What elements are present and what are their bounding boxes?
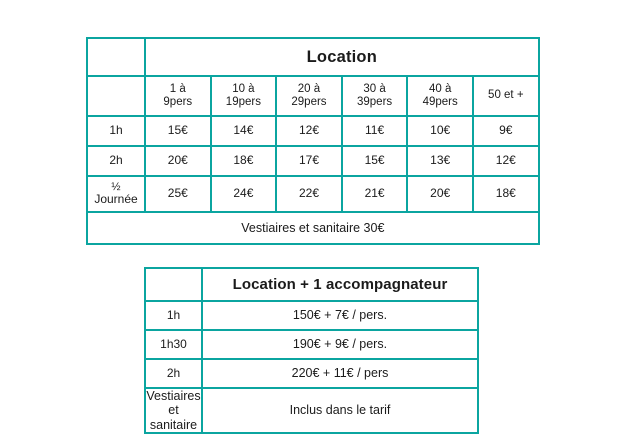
column-header-2-line2: 19pers [225, 96, 261, 108]
column-header-5-line1: 40 à [428, 82, 452, 95]
price-cell: 20€ [406, 175, 474, 213]
footer-value-inclus: Inclus dans le tarif [201, 386, 479, 435]
price-cell: 25€ [144, 175, 212, 213]
corner-cell [144, 267, 203, 302]
table-row: 1h 15€ 14€ 12€ 11€ 10€ 9€ [86, 115, 540, 147]
price-cell: 15€ [144, 115, 212, 147]
price-cell: 20€ [144, 145, 212, 177]
row-label-half-day-word: Journée [94, 192, 138, 207]
row-label-2h: 2h [86, 145, 146, 177]
price-cell: 12€ [471, 145, 540, 177]
column-header-1: 1 à 9pers [144, 75, 212, 117]
accompagnateur-price-table: Location + 1 accompagnateur 1h 150€ + 7€… [144, 267, 479, 435]
price-cell: 21€ [340, 175, 409, 213]
column-header-5-line2: 49pers [422, 96, 458, 108]
column-header-3-line2: 29pers [291, 96, 327, 108]
price-cell: 18€ [209, 145, 278, 177]
price-cell: 12€ [275, 115, 343, 147]
footer-note-location: Vestiaires et sanitaire 30€ [86, 211, 540, 245]
column-header-6-line1: 50 et + [488, 89, 524, 102]
price-cell: 24€ [209, 175, 278, 213]
row-label-half-day-fraction: ½ [111, 181, 121, 194]
corner-cell [86, 37, 146, 77]
price-cell: 150€ + 7€ / pers. [201, 300, 479, 331]
column-header-4-line1: 30 à [363, 82, 386, 95]
column-header-3: 20 à 29pers [275, 75, 343, 117]
column-header-4-line2: 39pers [356, 96, 393, 108]
table-footer-row: Vestiaires et sanitaire Inclus dans le t… [144, 386, 479, 435]
price-cell: 14€ [209, 115, 278, 147]
table-row: 1h 150€ + 7€ / pers. [144, 300, 479, 331]
location-price-table: Location 1 à 9pers 10 à 19pers 20 à 29pe… [86, 37, 540, 245]
table-title-accompagnateur: Location + 1 accompagnateur [201, 267, 479, 302]
column-header-4: 30 à 39pers [340, 75, 409, 117]
column-header-1-line2: 9pers [163, 96, 193, 108]
table-row: 2h 220€ + 11€ / pers [144, 358, 479, 389]
price-cell: 10€ [406, 115, 474, 147]
price-cell: 9€ [471, 115, 540, 147]
row-label-1h: 1h [144, 300, 203, 331]
table-header-row: Location + 1 accompagnateur [144, 267, 479, 302]
table-subheader-row: 1 à 9pers 10 à 19pers 20 à 29pers 30 à 3… [86, 75, 540, 117]
corner-cell-lower [86, 75, 146, 117]
price-cell: 17€ [275, 145, 343, 177]
column-header-5: 40 à 49pers [406, 75, 474, 117]
price-cell: 13€ [406, 145, 474, 177]
price-cell: 220€ + 11€ / pers [201, 358, 479, 389]
table-row: ½ Journée 25€ 24€ 22€ 21€ 20€ 18€ [86, 175, 540, 213]
price-cell: 15€ [340, 145, 409, 177]
table-row: 2h 20€ 18€ 17€ 15€ 13€ 12€ [86, 145, 540, 177]
column-header-3-line1: 20 à [297, 82, 321, 95]
column-header-1-line1: 1 à [169, 82, 186, 95]
table-header-row: Location [86, 37, 540, 77]
column-header-6: 50 et + [471, 75, 540, 117]
price-cell: 190€ + 9€ / pers. [201, 329, 479, 360]
row-label-2h: 2h [144, 358, 203, 389]
price-cell: 22€ [275, 175, 343, 213]
column-header-2: 10 à 19pers [209, 75, 278, 117]
row-label-half-day: ½ Journée [86, 175, 146, 213]
table-row: 1h30 190€ + 9€ / pers. [144, 329, 479, 360]
price-cell: 11€ [340, 115, 409, 147]
footer-label-vestiaires: Vestiaires et sanitaire [144, 386, 203, 435]
row-label-1h: 1h [86, 115, 146, 147]
column-header-2-line1: 10 à [232, 82, 255, 95]
row-label-1h30: 1h30 [144, 329, 203, 360]
table-title-location: Location [144, 37, 540, 77]
price-cell: 18€ [471, 175, 540, 213]
table-footer-row: Vestiaires et sanitaire 30€ [86, 211, 540, 245]
